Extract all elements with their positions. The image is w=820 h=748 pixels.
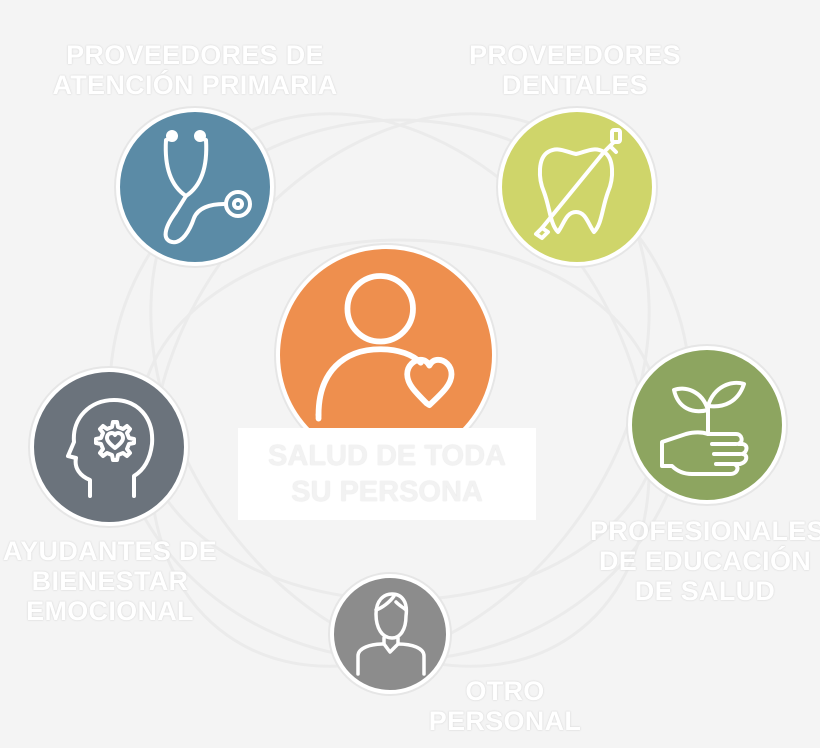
hand-plant-icon xyxy=(660,380,749,476)
emotional-wellness-label-line1: AYUDANTES DE xyxy=(2,536,218,566)
primary-care-label-line2: ATENCIÓN PRIMARIA xyxy=(52,70,338,100)
center-title: SALUD DE TODA SU PERSONA xyxy=(238,428,536,520)
stethoscope-icon xyxy=(163,130,252,245)
health-education-node xyxy=(628,346,786,504)
primary-care-label: PROVEEDORES DE ATENCIÓN PRIMARIA xyxy=(50,40,340,100)
person-heart-icon xyxy=(315,273,455,422)
primary-care-node xyxy=(116,108,274,266)
health-education-label-line1: PROFESIONALES xyxy=(590,516,820,546)
center-title-line2: SU PERSONA xyxy=(291,476,483,508)
head-gear-heart-icon xyxy=(66,398,155,498)
health-education-label: PROFESIONALES DE EDUCACIÓN DE SALUD xyxy=(590,516,820,606)
tooth-icon xyxy=(534,128,622,240)
health-education-label-line2: DE EDUCACIÓN xyxy=(598,546,812,576)
dental-label-line1: PROVEEDORES xyxy=(469,40,681,70)
dental-label-line2: DENTALES xyxy=(502,70,648,100)
dental-label: PROVEEDORES DENTALES xyxy=(440,40,710,100)
center-title-line1: SALUD DE TODA xyxy=(268,440,506,472)
dental-node xyxy=(498,108,656,266)
person-icon xyxy=(356,592,426,676)
emotional-wellness-node xyxy=(30,368,188,526)
other-staff-label-line2: PERSONAL xyxy=(428,706,582,736)
emotional-wellness-label: AYUDANTES DE BIENESTAR EMOCIONAL xyxy=(0,536,220,626)
emotional-wellness-label-line2: BIENESTAR xyxy=(31,566,189,596)
other-staff-node xyxy=(330,574,450,694)
health-education-label-line3: DE SALUD xyxy=(634,576,776,606)
other-staff-label-line1: OTRO xyxy=(465,676,545,706)
emotional-wellness-label-line3: EMOCIONAL xyxy=(26,596,194,626)
other-staff-label: OTRO PERSONAL xyxy=(420,676,590,736)
primary-care-label-line1: PROVEEDORES DE xyxy=(66,40,324,70)
